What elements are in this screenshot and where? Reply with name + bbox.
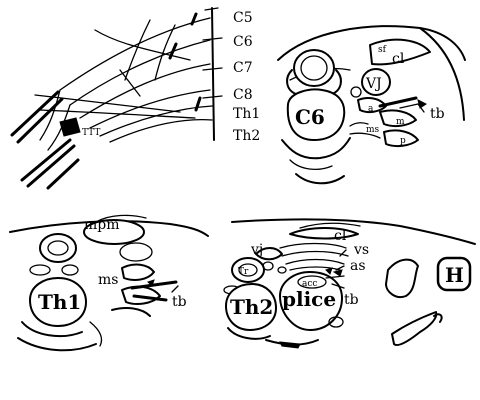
c6-vertebra-label: C6 (295, 105, 325, 129)
c6-label-cl: cl (392, 51, 405, 67)
c6-label-tb: tb (430, 106, 445, 122)
th2-label-vj: vj (250, 242, 263, 258)
c6-label-sf: sf (378, 45, 387, 55)
th2-label-acc: acc (302, 279, 317, 289)
th1-label-tb: tb (172, 294, 187, 310)
th1-label-ms: ms (98, 272, 118, 288)
th2-label-plice: plice (282, 287, 336, 311)
th1-vertebra-label: Th1 (38, 290, 81, 314)
c6-label-vj: VJ (365, 76, 382, 92)
th2-label-as: as (350, 258, 366, 274)
th2-label-tb: tb (344, 292, 359, 308)
root-label-c8: C8 (233, 87, 253, 103)
plexus-marker: TTT (82, 128, 100, 138)
th1-label-mpm: mpm (84, 217, 120, 233)
root-label-c7: C7 (233, 60, 253, 76)
c6-label-m: m (396, 117, 405, 127)
th2-vertebra-label: Th2 (230, 295, 273, 319)
root-label-c6: C6 (233, 34, 253, 50)
brachial-plexus-panel: TTT C5 C6 C7 C8 Th1 Th2 (10, 7, 260, 190)
c6-label-a: a (368, 104, 374, 114)
root-label-c5: C5 (233, 10, 253, 26)
c6-section-panel: sf cl VJ C6 a m p ms tb (277, 25, 466, 185)
root-label-th1: Th1 (233, 106, 260, 122)
th2-label-h: H (445, 263, 464, 287)
th2-label-vs: vs (353, 242, 369, 258)
th1-section-panel: mpm Th1 ms tb (9, 214, 209, 352)
th2-section-panel: cl vj vs as Tr Th2 plice acc tb (223, 218, 476, 349)
th2-label-cl: cl (334, 228, 347, 244)
th2-label-tr: Tr (238, 267, 249, 277)
c6-label-ms: ms (366, 125, 380, 135)
root-label-th2: Th2 (233, 128, 260, 144)
c6-label-p: p (400, 136, 406, 146)
